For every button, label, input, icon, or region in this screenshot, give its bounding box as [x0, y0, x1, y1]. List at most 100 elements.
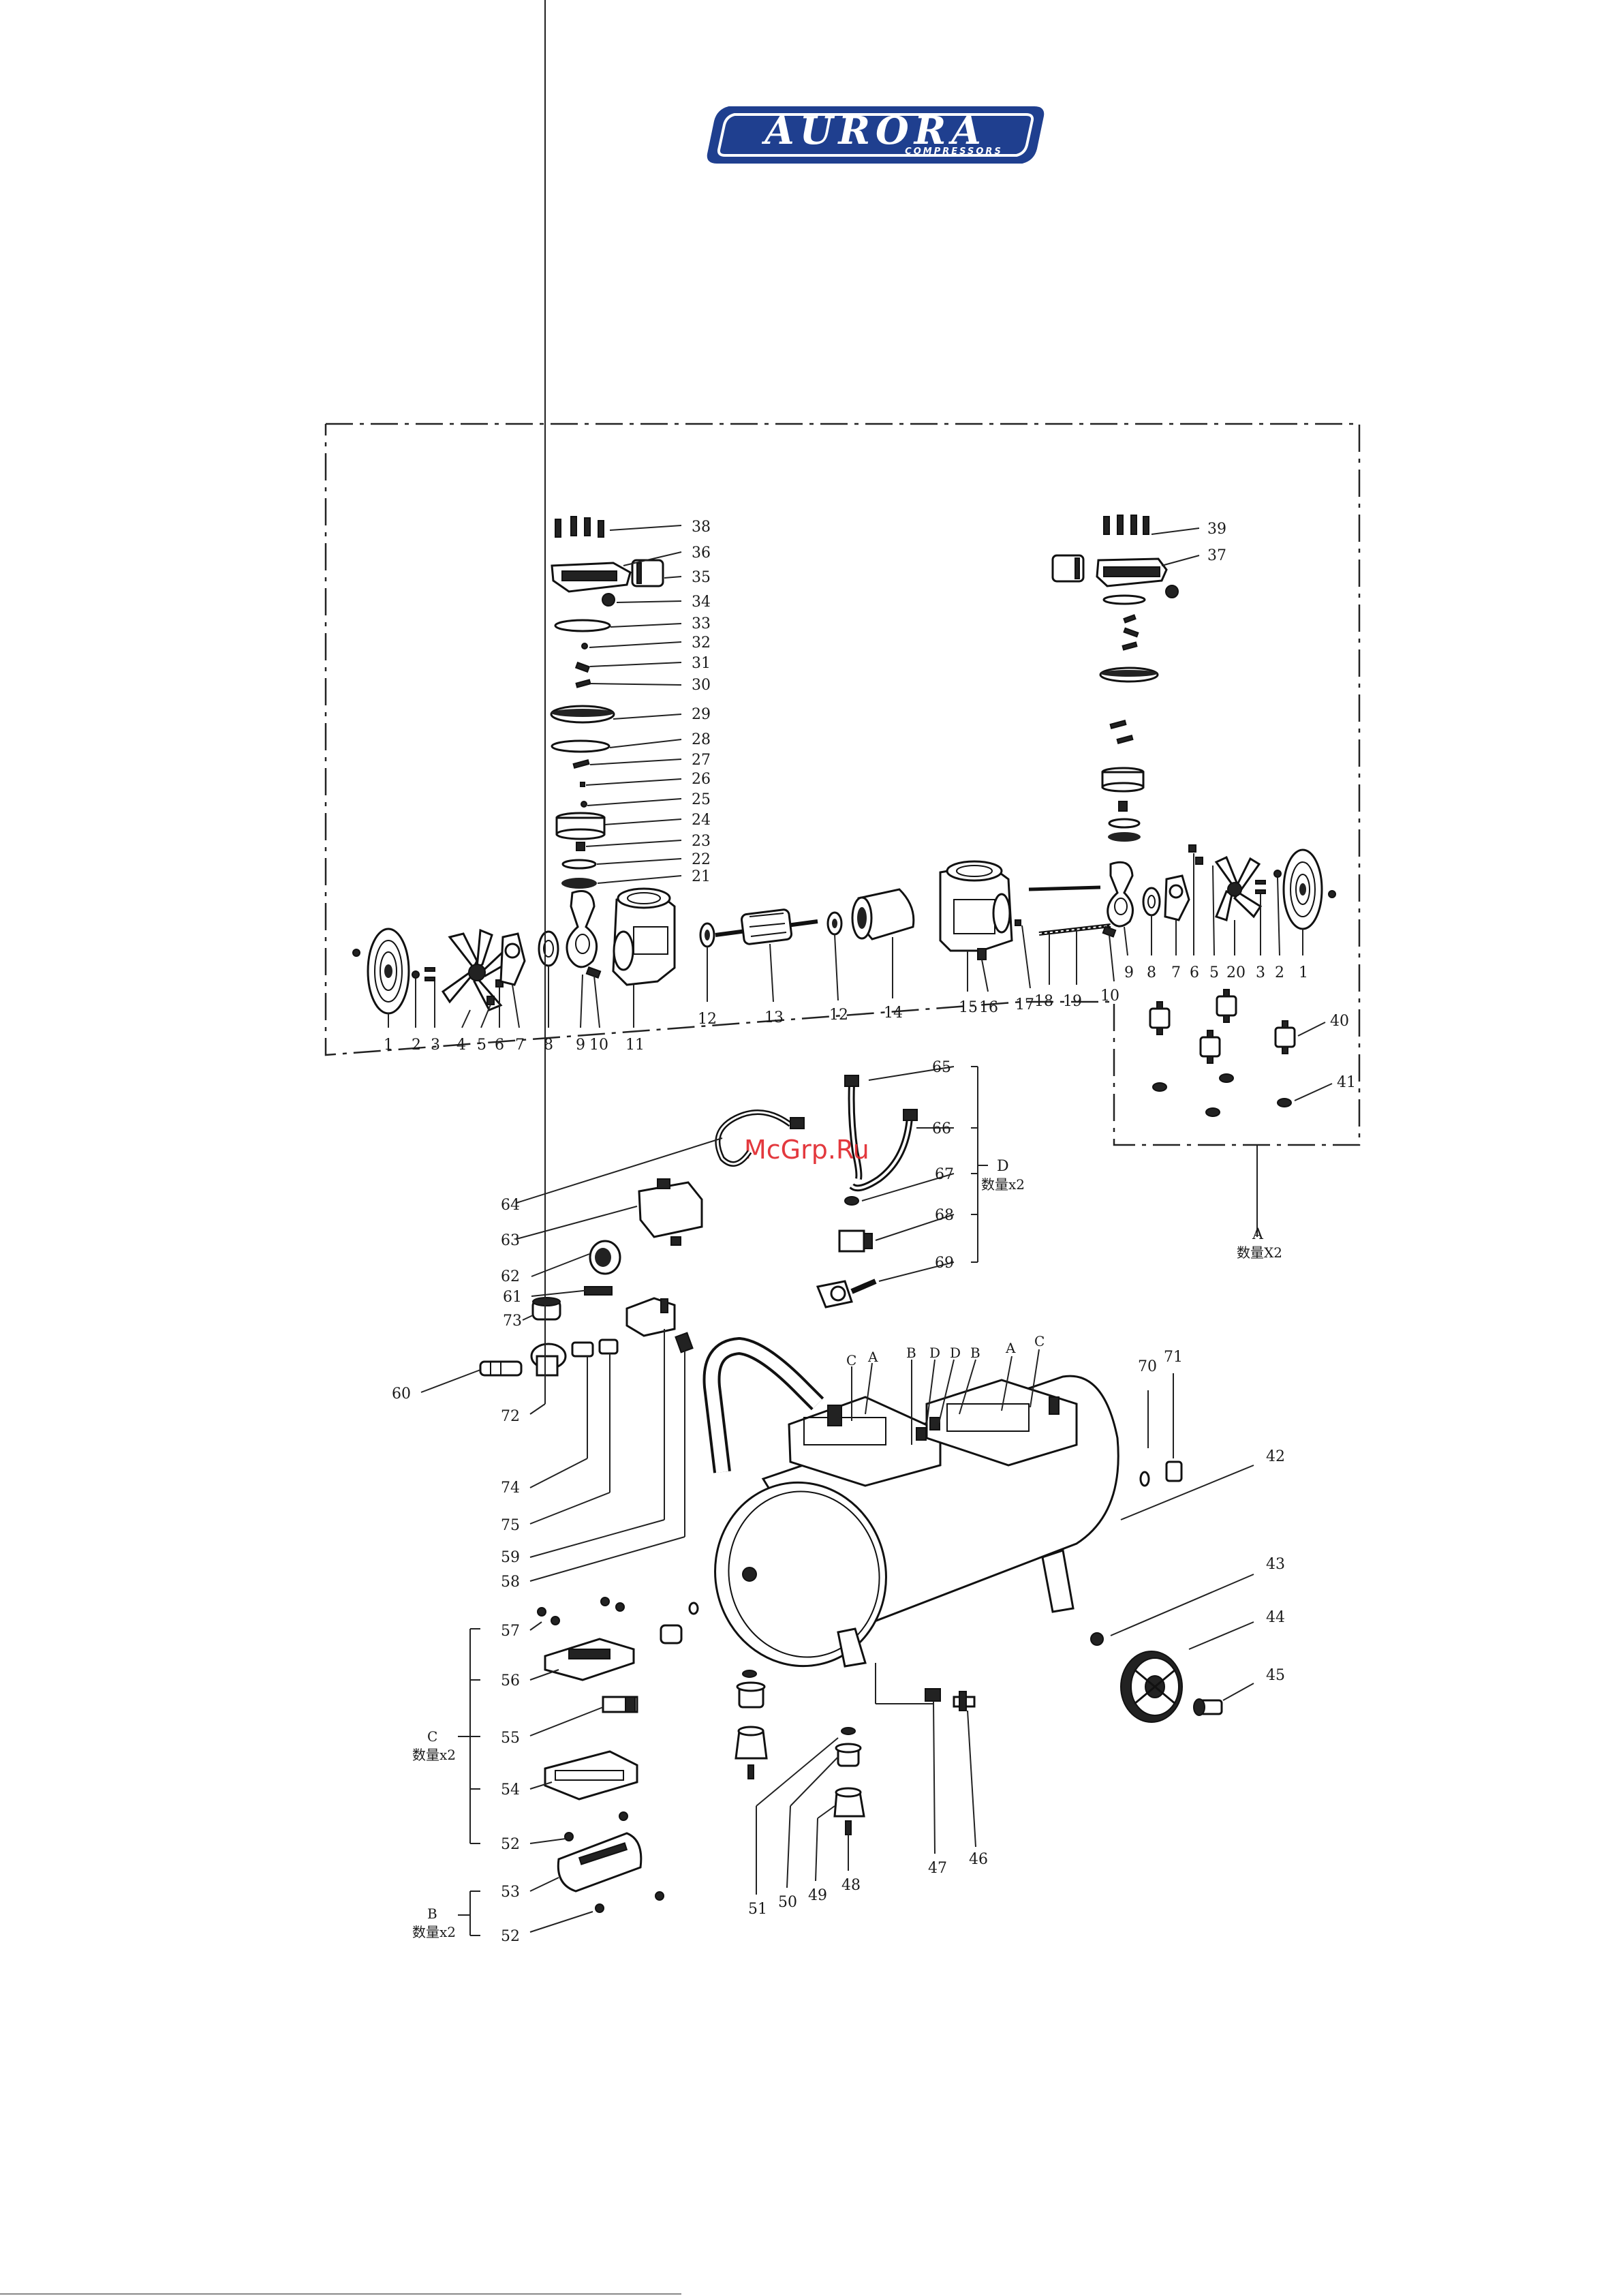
- quick-coupler-icon: [479, 1360, 523, 1377]
- callout-7: 7: [1171, 964, 1181, 981]
- callout-48: 48: [841, 1877, 861, 1894]
- clip-icon: [602, 1696, 638, 1713]
- callout-59: 59: [501, 1549, 520, 1566]
- callout-24: 24: [692, 812, 711, 829]
- callout-15: 15: [959, 999, 978, 1016]
- callout-46: 46: [969, 1851, 988, 1868]
- rubber-mount-icon: [1149, 1001, 1171, 1035]
- callout-38: 38: [692, 519, 711, 536]
- callout-43: 43: [1266, 1556, 1285, 1573]
- pump-group-boundary: [324, 423, 1361, 1237]
- callout-4: 4: [457, 1037, 466, 1054]
- callout-28: 28: [692, 731, 711, 748]
- rubber-mount-icon: [1199, 1030, 1221, 1064]
- bearing-icon: [826, 911, 843, 936]
- callout-47: 47: [928, 1860, 947, 1877]
- fan-cover-icon: [352, 928, 410, 1015]
- callout-65: 65: [932, 1059, 951, 1076]
- callout-75: 75: [501, 1517, 520, 1534]
- bearing-icon: [1142, 887, 1161, 917]
- callout-69: 69: [935, 1255, 954, 1272]
- drain-cock-icon: [953, 1691, 976, 1711]
- right-stack-callouts: 39 37: [1151, 521, 1226, 566]
- fitting-icon: [838, 1229, 873, 1253]
- callout-16: 16: [979, 999, 998, 1016]
- callout-5: 5: [1209, 964, 1219, 981]
- callout-12: 12: [698, 1011, 717, 1028]
- pressure-gauge-icon: [589, 1240, 621, 1275]
- eccentric-icon: [499, 932, 526, 986]
- callout-62: 62: [501, 1268, 520, 1285]
- callout-6: 6: [1190, 964, 1199, 981]
- pressure-switch-icon: [638, 1178, 703, 1246]
- group-b-label: B: [427, 1905, 437, 1922]
- grip-bracket-icon: [544, 1638, 635, 1681]
- connecting-rod-icon: [1107, 861, 1134, 928]
- callout-60: 60: [392, 1386, 411, 1403]
- callout-18: 18: [1034, 993, 1053, 1010]
- callout-9: 9: [576, 1037, 585, 1054]
- callout-50: 50: [778, 1894, 797, 1911]
- callout-8: 8: [544, 1037, 553, 1054]
- callout-27: 27: [692, 752, 711, 769]
- callout-2: 2: [1275, 964, 1284, 981]
- crankcase-icon: [612, 887, 676, 986]
- eccentric-icon: [1164, 874, 1190, 921]
- manifold-icon: [625, 1297, 676, 1337]
- callout-45: 45: [1266, 1667, 1285, 1684]
- tank-fitting-icon: [660, 1602, 699, 1644]
- callout-61: 61: [503, 1289, 522, 1306]
- callout-53: 53: [501, 1884, 520, 1901]
- elbow-fitting-icon: [602, 593, 615, 607]
- group-a-qty: 数量X2: [1237, 1244, 1282, 1261]
- watermark-text: McGrp.Ru: [744, 1135, 869, 1165]
- callout-49: 49: [808, 1887, 827, 1904]
- gasket-icon: [554, 619, 611, 632]
- crankcase-icon: [939, 860, 1013, 952]
- callout-36: 36: [692, 545, 711, 562]
- bearing-icon: [538, 930, 559, 967]
- air-filter-icon: [631, 559, 664, 587]
- callout-32: 32: [692, 634, 711, 652]
- logo-text: AURORA: [761, 108, 987, 153]
- group-c-label: C: [427, 1728, 437, 1745]
- fan-cover-icon: [1282, 848, 1336, 930]
- callout-55: 55: [501, 1730, 520, 1747]
- callout-6: 6: [495, 1037, 504, 1054]
- bearing-icon: [699, 922, 715, 948]
- callout-54: 54: [501, 1781, 520, 1798]
- rotor-icon: [715, 908, 818, 945]
- safety-valve-icon: [531, 1297, 561, 1321]
- callout-26: 26: [692, 771, 711, 788]
- foot-parts-group: 51 50 49 48 47 46: [660, 1602, 988, 1918]
- callout-3: 3: [431, 1037, 440, 1054]
- tank-label-a: A: [1005, 1340, 1016, 1356]
- left-stack-callouts: 38 36 35 34 33 32 31 30 29 28 27 26 25 2…: [585, 519, 711, 885]
- callout-19: 19: [1063, 993, 1082, 1010]
- group-c-qty: 数量x2: [412, 1747, 456, 1763]
- tank-label-b: B: [906, 1345, 916, 1361]
- callout-7: 7: [515, 1037, 525, 1054]
- callout-3: 3: [1256, 964, 1265, 981]
- tank-end-cap: [714, 1481, 887, 1668]
- callout-9: 9: [1124, 964, 1134, 981]
- rubber-mount-icon: [1216, 989, 1237, 1023]
- drivetrain-callouts: 1 2 3 4 5 6 7 8 9 10 11 12 13 12 14 15 1…: [384, 853, 1308, 1054]
- bolt-icon: [555, 516, 604, 538]
- callout-35: 35: [692, 569, 711, 586]
- callout-21: 21: [692, 868, 711, 885]
- callout-68: 68: [935, 1207, 954, 1224]
- callout-71: 71: [1164, 1349, 1183, 1366]
- callout-17: 17: [1015, 996, 1034, 1013]
- tank-label-d: D: [929, 1345, 940, 1361]
- group-d-qty: 数量x2: [981, 1176, 1025, 1193]
- callout-57: 57: [501, 1623, 520, 1640]
- callout-51: 51: [748, 1901, 767, 1918]
- callout-44: 44: [1266, 1609, 1285, 1626]
- callout-40: 40: [1330, 1013, 1349, 1030]
- connecting-rod-icon: [566, 890, 598, 968]
- callout-1: 1: [1299, 964, 1308, 981]
- callout-66: 66: [932, 1120, 951, 1137]
- callout-73: 73: [503, 1313, 522, 1330]
- callout-10: 10: [589, 1037, 608, 1054]
